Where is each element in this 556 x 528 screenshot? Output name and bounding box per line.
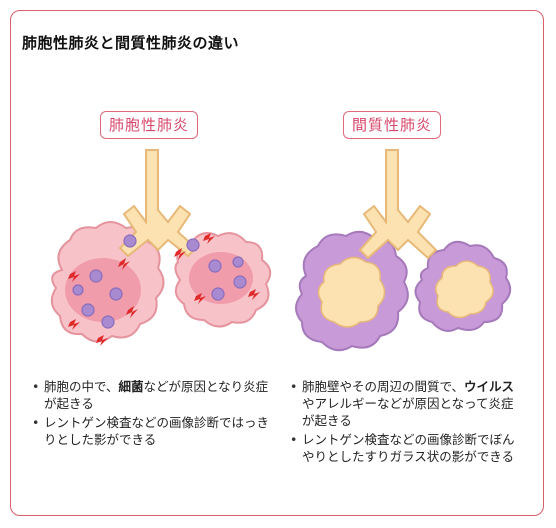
figure-title: 肺胞性肺炎と間質性肺炎の違い [22,34,240,52]
left-trachea [118,149,198,258]
right-trachea [358,149,438,260]
alveolar-note-1: 肺胞の中で、細菌などが原因となり炎症が起きる [30,378,270,412]
right-lung-illustration [295,149,512,352]
interstitial-pneumonia-label: 間質性肺炎 [343,111,442,139]
interstitial-notes: 肺胞壁やその周辺の間質で、ウイルスやアレルギーなどが原因となって炎症が起きる レ… [288,378,518,467]
alveolar-pneumonia-label: 肺胞性肺炎 [100,111,199,139]
left-lung-illustration [50,149,272,346]
interstitial-note-2: レントゲン検査などの画像診断でぼんやりとしたすりガラス状の影ができる [288,431,518,465]
interstitial-note-1: 肺胞壁やその周辺の間質で、ウイルスやアレルギーなどが原因となって炎症が起きる [288,378,518,429]
inflammation-bolts [68,233,260,346]
right-alveoli-right-cluster [414,240,512,332]
alveolar-notes: 肺胞の中で、細菌などが原因となり炎症が起きる レントゲン検査などの画像診断ではっ… [30,378,270,450]
bacteria-cluster [72,234,247,329]
alveolar-note-2: レントゲン検査などの画像診断ではっきりとした影ができる [30,414,270,448]
right-alveoli-left-cluster [295,230,409,352]
